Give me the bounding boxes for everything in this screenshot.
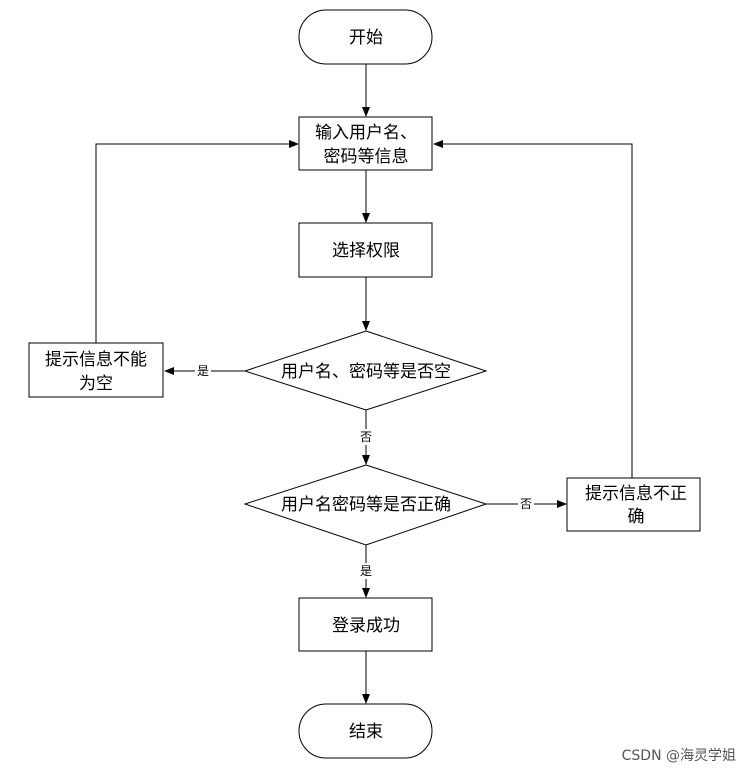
node-wrong-tip-line-1: 提示信息不正 [585, 484, 687, 504]
node-input: 输入用户名、 密码等信息 [298, 116, 433, 171]
node-select-label: 选择权限 [332, 241, 400, 261]
node-input-line-2: 密码等信息 [324, 147, 409, 167]
edge-label-correct-no: 否 [520, 497, 532, 511]
edge-wrong-tip-back-to-input [433, 140, 633, 478]
edge-empty-tip-back-to-input [95, 140, 299, 343]
node-wrong-tip-line-2: 确 [628, 507, 645, 527]
watermark: CSDN @海灵学姐 [622, 748, 736, 764]
edge-labels: 是 否 否 是 [195, 363, 534, 579]
node-wrong-tip: 提示信息不正 确 [566, 477, 701, 532]
node-start-label: 开始 [349, 28, 383, 48]
edge-label-empty-no: 否 [360, 430, 372, 444]
node-success: 登录成功 [298, 597, 433, 652]
edge-label-empty-yes: 是 [197, 364, 209, 378]
node-start: 开始 [298, 9, 433, 65]
node-check-correct-label: 用户名密码等是否正确 [281, 495, 451, 515]
node-check-correct: 用户名密码等是否正确 [243, 464, 488, 546]
node-end: 结束 [298, 703, 433, 759]
node-check-empty: 用户名、密码等是否空 [243, 330, 488, 411]
node-empty-tip-line-2: 为空 [79, 374, 113, 394]
node-select: 选择权限 [298, 222, 433, 278]
node-empty-tip: 提示信息不能 为空 [28, 342, 164, 398]
node-end-label: 结束 [349, 722, 383, 742]
node-input-line-1: 输入用户名、 [315, 123, 417, 143]
node-empty-tip-line-1: 提示信息不能 [45, 350, 147, 370]
node-success-label: 登录成功 [332, 616, 400, 636]
edge-label-correct-yes: 是 [360, 564, 372, 578]
node-check-empty-label: 用户名、密码等是否空 [281, 362, 451, 382]
